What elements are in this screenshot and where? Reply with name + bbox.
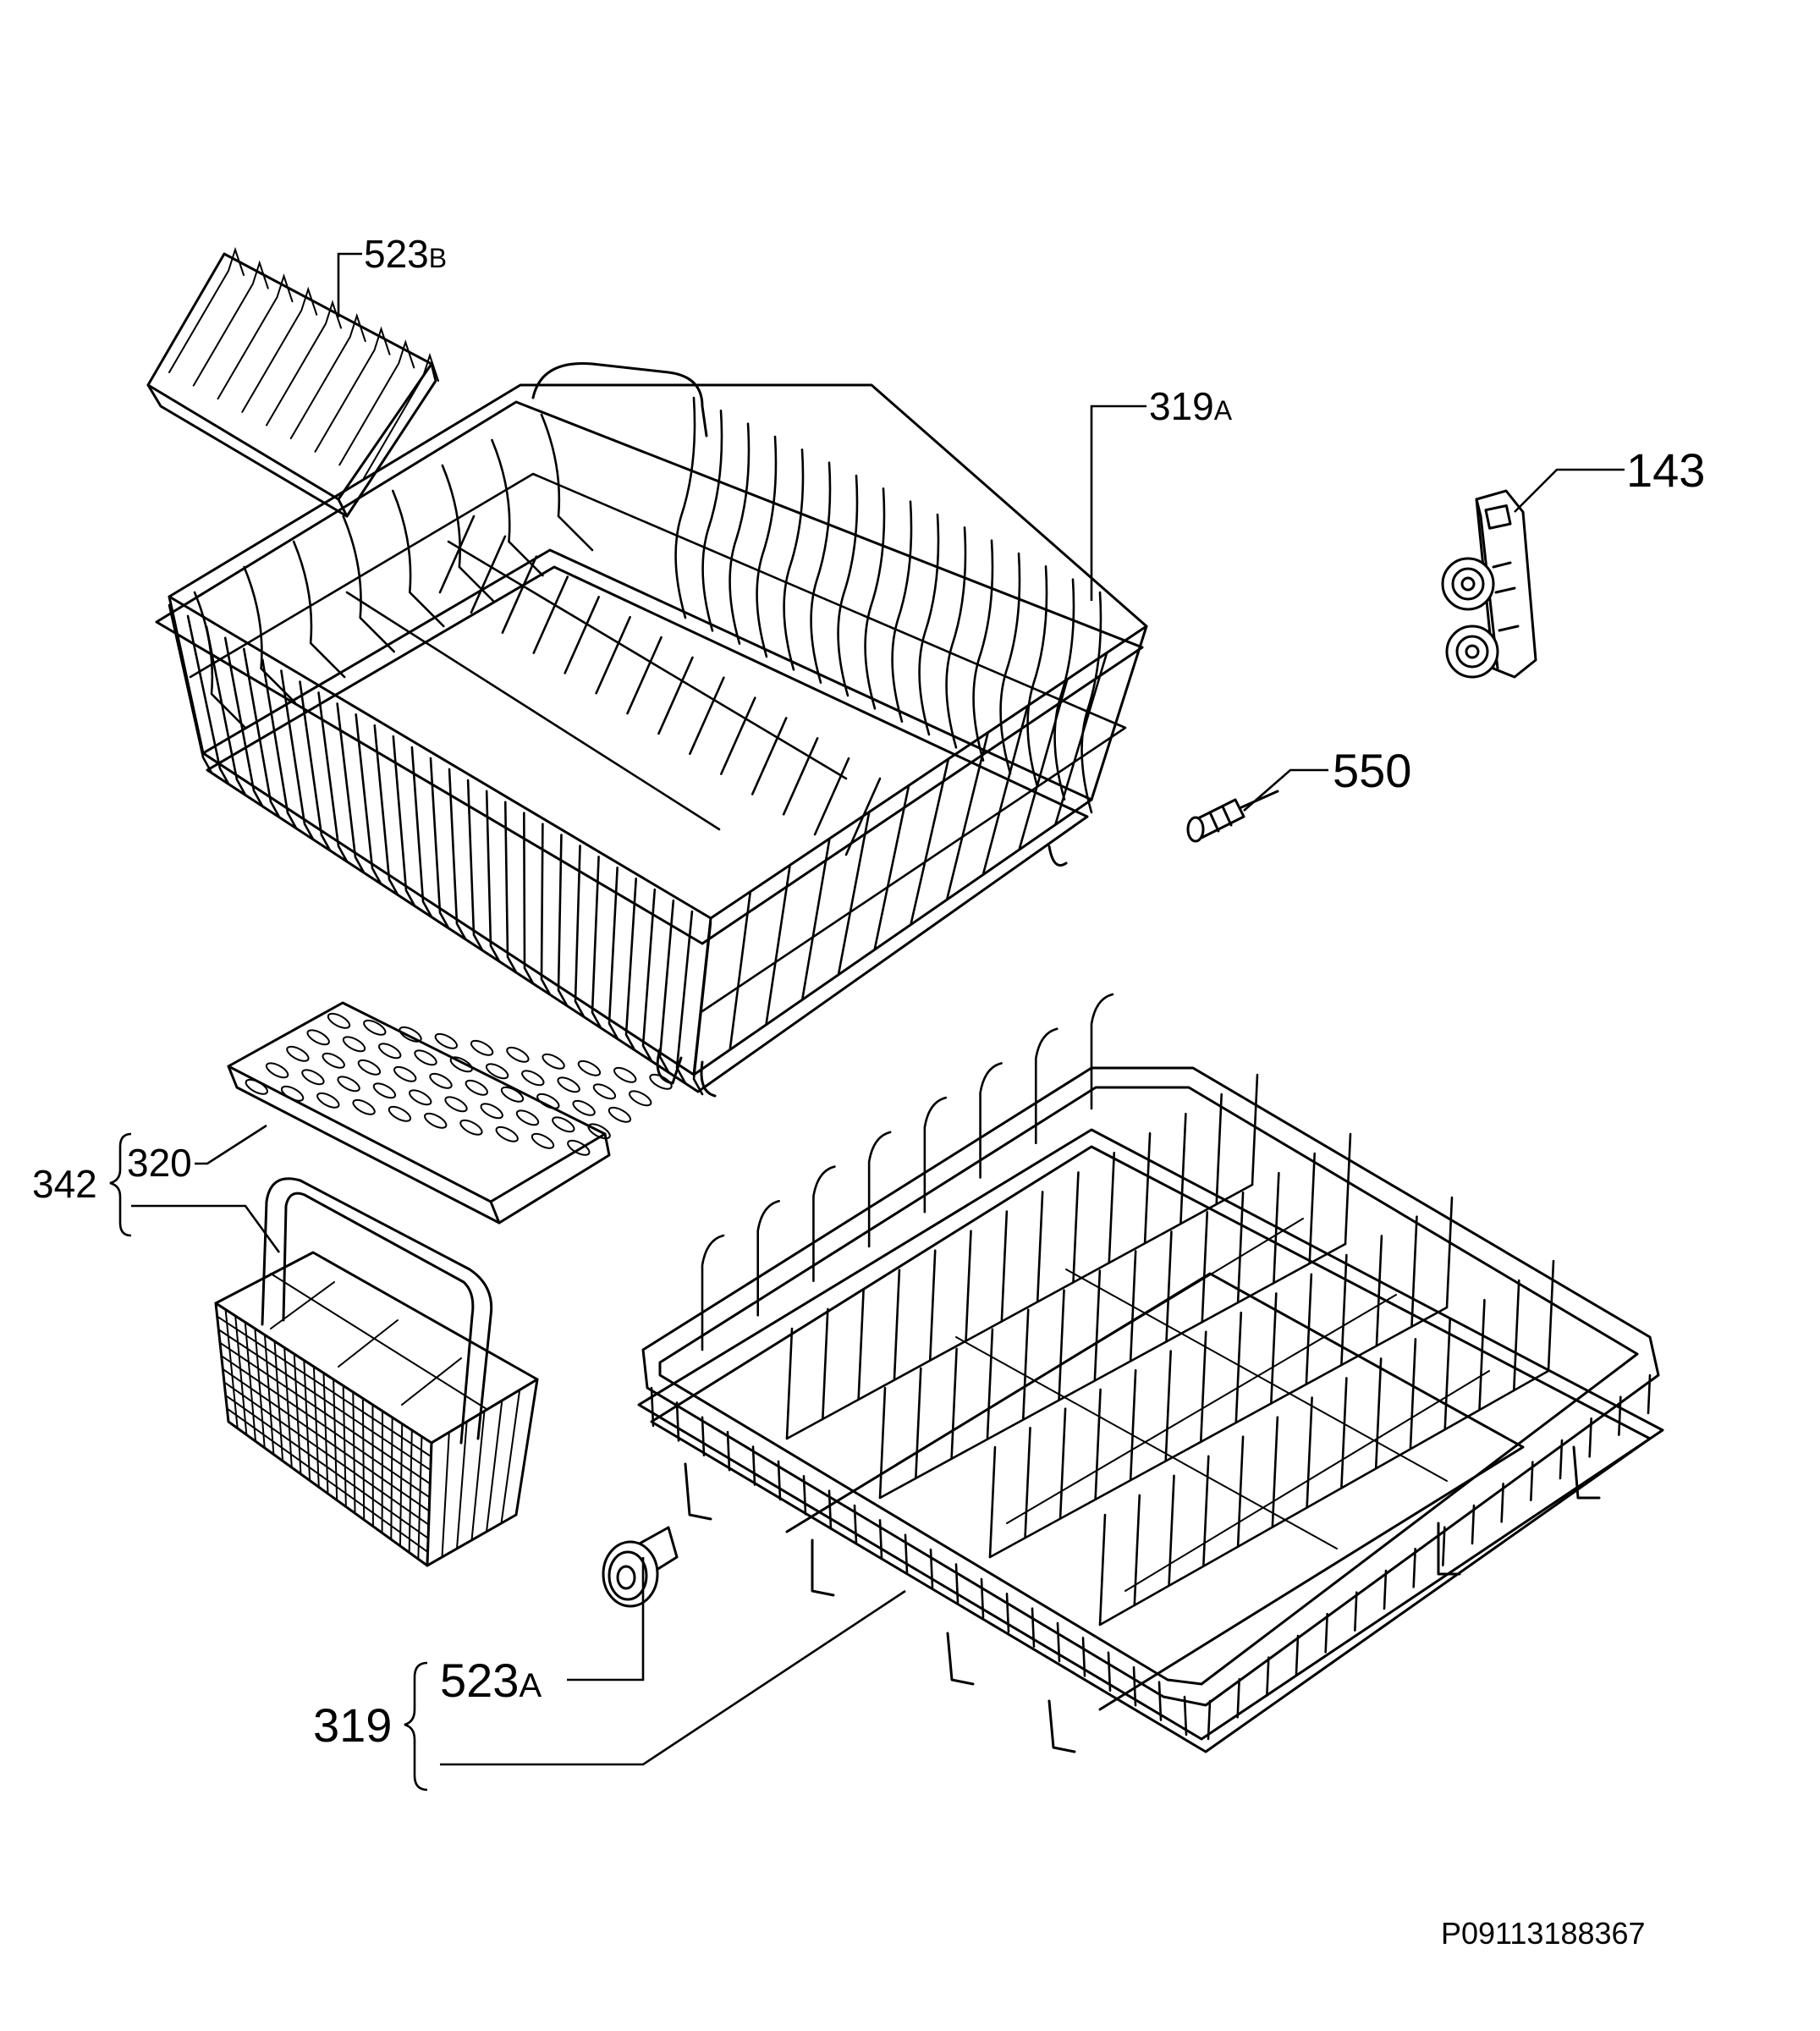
part-143-roller-rail [1441,489,1537,679]
part-labels: 523B 319A 143 550 342 320 319 523A P0911… [32,232,1705,1951]
label-523a: 523A [440,1654,542,1707]
part-320-cutlery-lid [227,1001,673,1225]
drawing-code: P09113188367 [1441,1916,1646,1951]
label-320: 320 [127,1141,192,1185]
part-523a-wheel [602,1526,679,1608]
label-143: 143 [1626,443,1705,497]
label-319: 319 [313,1698,392,1752]
part-319a-upper-basket [155,362,1148,1098]
part-342-cutlery-basket [214,1177,539,1567]
part-523b-rack-insert [146,246,439,518]
label-550: 550 [1333,744,1411,797]
part-319-lower-basket [637,993,1664,1753]
part-550-pin [1186,790,1279,843]
leader-lines [109,252,1625,1792]
label-319a: 319A [1149,384,1233,428]
label-342: 342 [32,1162,97,1206]
label-523b: 523B [364,232,447,276]
